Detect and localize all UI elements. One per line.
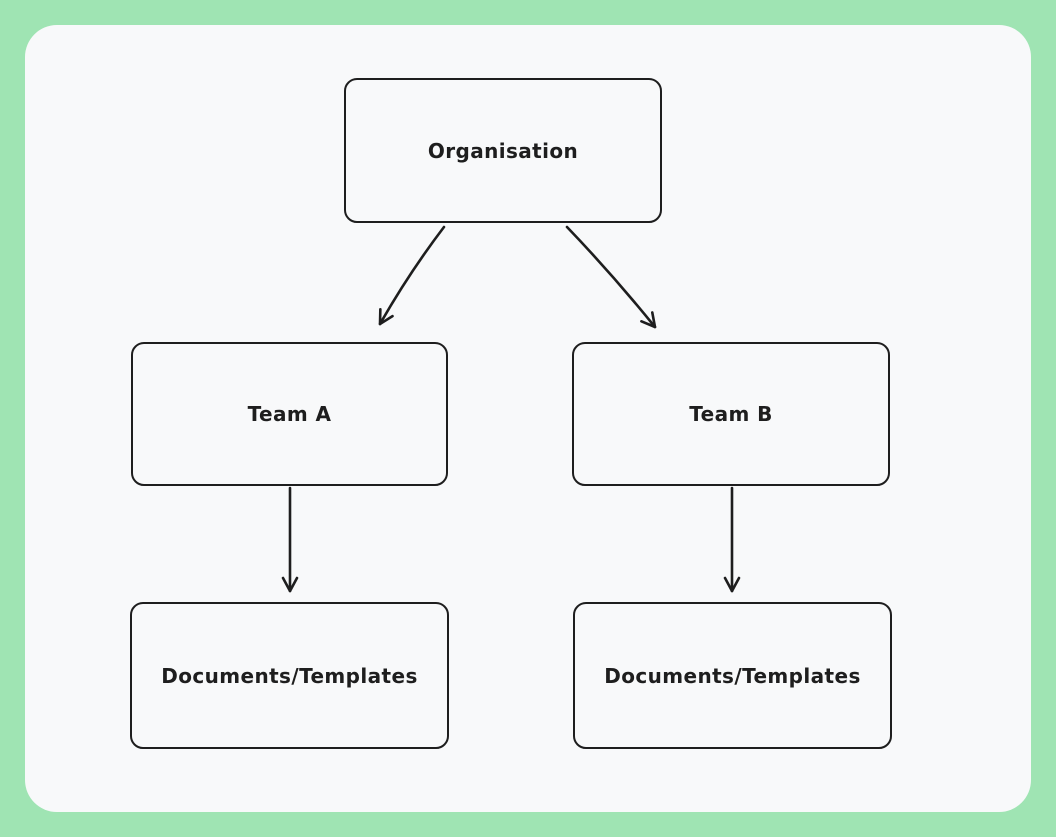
node-organisation[interactable]: Organisation: [344, 78, 662, 223]
node-team-b[interactable]: Team B: [572, 342, 890, 486]
node-team-a[interactable]: Team A: [131, 342, 448, 486]
edge-organisation-to-team-a[interactable]: [378, 225, 446, 326]
node-team-b-label: Team B: [689, 402, 773, 426]
node-documents-templates-b[interactable]: Documents/Templates: [573, 602, 892, 749]
node-team-a-label: Team A: [247, 402, 332, 426]
node-documents-templates-a[interactable]: Documents/Templates: [130, 602, 449, 749]
diagram-canvas[interactable]: [25, 25, 1031, 812]
node-documents-templates-a-label: Documents/Templates: [161, 663, 418, 688]
edge-organisation-to-team-b[interactable]: [565, 225, 657, 329]
node-organisation-label: Organisation: [427, 138, 579, 163]
node-documents-templates-b-label: Documents/Templates: [604, 663, 861, 688]
